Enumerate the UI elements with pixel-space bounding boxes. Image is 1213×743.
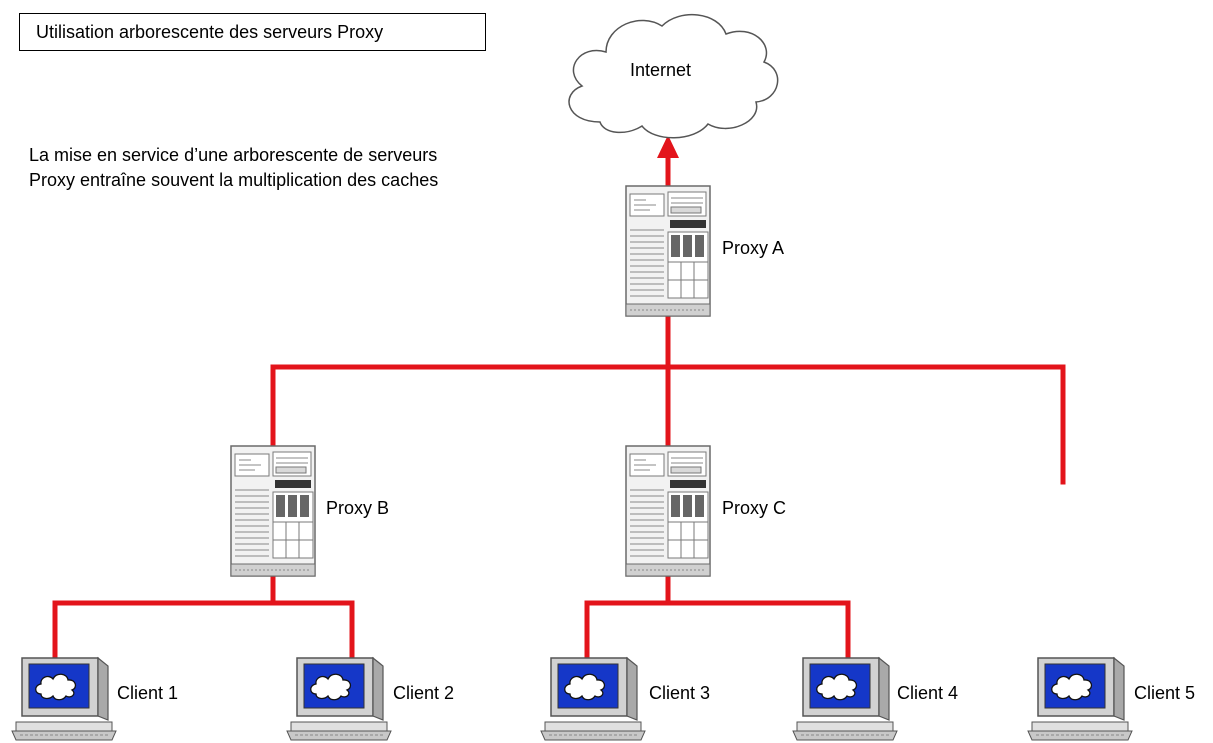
internet-label: Internet xyxy=(630,60,692,80)
client-1-label: Client 1 xyxy=(117,683,179,703)
network-links xyxy=(52,149,1066,675)
diagram-title: Utilisation arborescente des serveurs Pr… xyxy=(19,13,486,51)
proxy-b-server-icon xyxy=(230,445,316,577)
client-4-computer-icon xyxy=(792,657,898,741)
client-5-computer-icon xyxy=(1027,657,1133,741)
client-3-label: Client 3 xyxy=(649,683,711,703)
proxy-c-label: Proxy C xyxy=(722,498,787,518)
client-1-computer-icon xyxy=(11,657,117,741)
client-2-computer-icon xyxy=(286,657,392,741)
proxy-b-label: Proxy B xyxy=(326,498,390,518)
proxy-c-server-icon xyxy=(625,445,711,577)
client-2-label: Client 2 xyxy=(393,683,455,703)
proxy-a-label: Proxy A xyxy=(722,238,785,258)
cloud-icon xyxy=(568,13,779,139)
arrow-up-icon xyxy=(657,135,679,158)
client-3-computer-icon xyxy=(540,657,646,741)
proxy-a-server-icon xyxy=(625,185,711,317)
diagram-description: La mise en service d’une arborescente de… xyxy=(29,145,439,190)
client-5-label: Client 5 xyxy=(1134,683,1196,703)
client-4-label: Client 4 xyxy=(897,683,959,703)
